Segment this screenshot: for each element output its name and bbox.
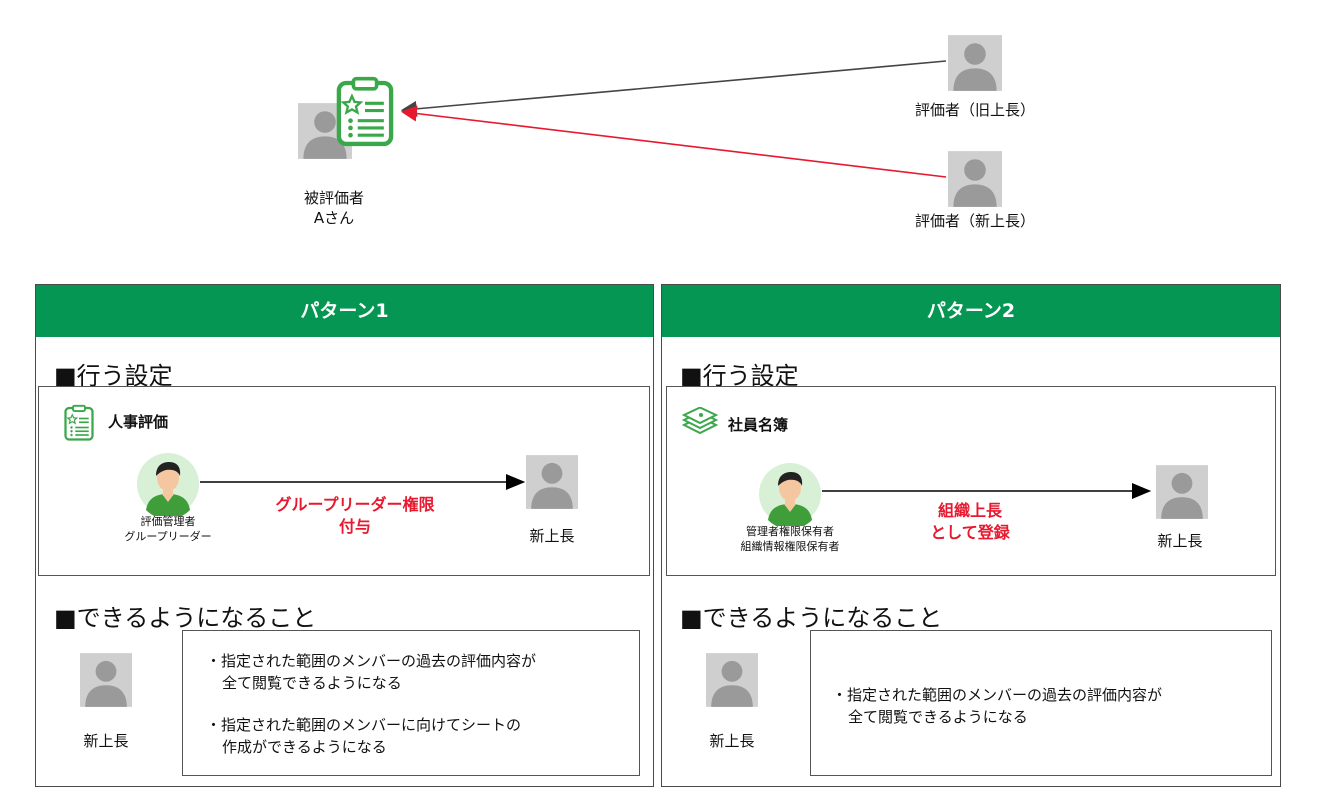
pattern2-admin-avatar (758, 462, 822, 526)
pattern2-target-label: 新上長 (1157, 532, 1203, 550)
old-evaluator-arrow (400, 60, 947, 117)
pattern2-arrow (822, 483, 1152, 499)
pattern1-app-name: 人事評価 (108, 413, 169, 431)
hr-evaluation-icon (64, 404, 94, 442)
pattern2-settings-title: ■行う設定 (680, 362, 799, 390)
new-evaluator-label: 評価者（新上長） (914, 212, 1035, 230)
pattern1-panel: パターン1 (35, 284, 654, 787)
pattern2-result-box (810, 630, 1272, 776)
pattern1-header: パターン1 (36, 285, 653, 337)
pattern1-result-box (182, 630, 640, 776)
employee-directory-icon (681, 407, 719, 435)
pattern2-app-name: 社員名簿 (728, 416, 789, 434)
pattern2-action-line2: として登録 (930, 523, 1010, 542)
pattern1-bullet2-line1: ・指定された範囲のメンバーに向けてシートの (206, 716, 522, 734)
pattern2-target-avatar (1156, 462, 1208, 522)
top-arrows (400, 60, 947, 178)
pattern1-bullet2-line2: 作成ができるようになる (222, 738, 387, 756)
pattern2-bullet1-line1: ・指定された範囲のメンバーの過去の評価内容が (832, 686, 1163, 704)
pattern1-settings-title: ■行う設定 (54, 362, 173, 390)
pattern1-admin-avatar (136, 452, 200, 516)
pattern1-action-line2: 付与 (338, 517, 371, 536)
pattern1-action-line1: グループリーダー権限 (275, 495, 435, 514)
pattern1-arrow (200, 474, 526, 490)
pattern2-actor-line1: 管理者権限保有者 (746, 525, 834, 538)
new-evaluator-arrow (400, 105, 947, 178)
pattern2-result-title: ■できるようになること (680, 604, 943, 632)
pattern1-actor-line1: 評価管理者 (140, 515, 196, 528)
pattern1-bullet1-line2: 全て閲覧できるようになる (222, 674, 402, 692)
pattern2-actor-line2: 組織情報権限保有者 (740, 540, 840, 553)
evaluatee-label-2: Aさん (313, 209, 355, 227)
pattern1-target-avatar (526, 452, 578, 512)
pattern2-header: パターン2 (662, 285, 1280, 337)
pattern2-panel: パターン2 (661, 284, 1281, 787)
pattern1-bullet1-line1: ・指定された範囲のメンバーの過去の評価内容が (206, 652, 537, 670)
pattern1-result-title: ■できるようになること (54, 604, 317, 632)
pattern2-bullet1-line2: 全て閲覧できるようになる (848, 708, 1028, 726)
pattern1-target-label: 新上長 (529, 527, 575, 545)
pattern1-result-avatar (80, 651, 132, 709)
pattern1-result-person: 新上長 (83, 732, 129, 750)
pattern2-result-person: 新上長 (709, 732, 755, 750)
pattern2-result-avatar (706, 651, 758, 709)
old-evaluator-label: 評価者（旧上長） (914, 101, 1035, 119)
evaluatee-label-1: 被評価者 (303, 189, 364, 207)
pattern1-actor-line2: グループリーダー (124, 530, 212, 543)
pattern2-action-line1: 組織上長 (937, 501, 1002, 520)
